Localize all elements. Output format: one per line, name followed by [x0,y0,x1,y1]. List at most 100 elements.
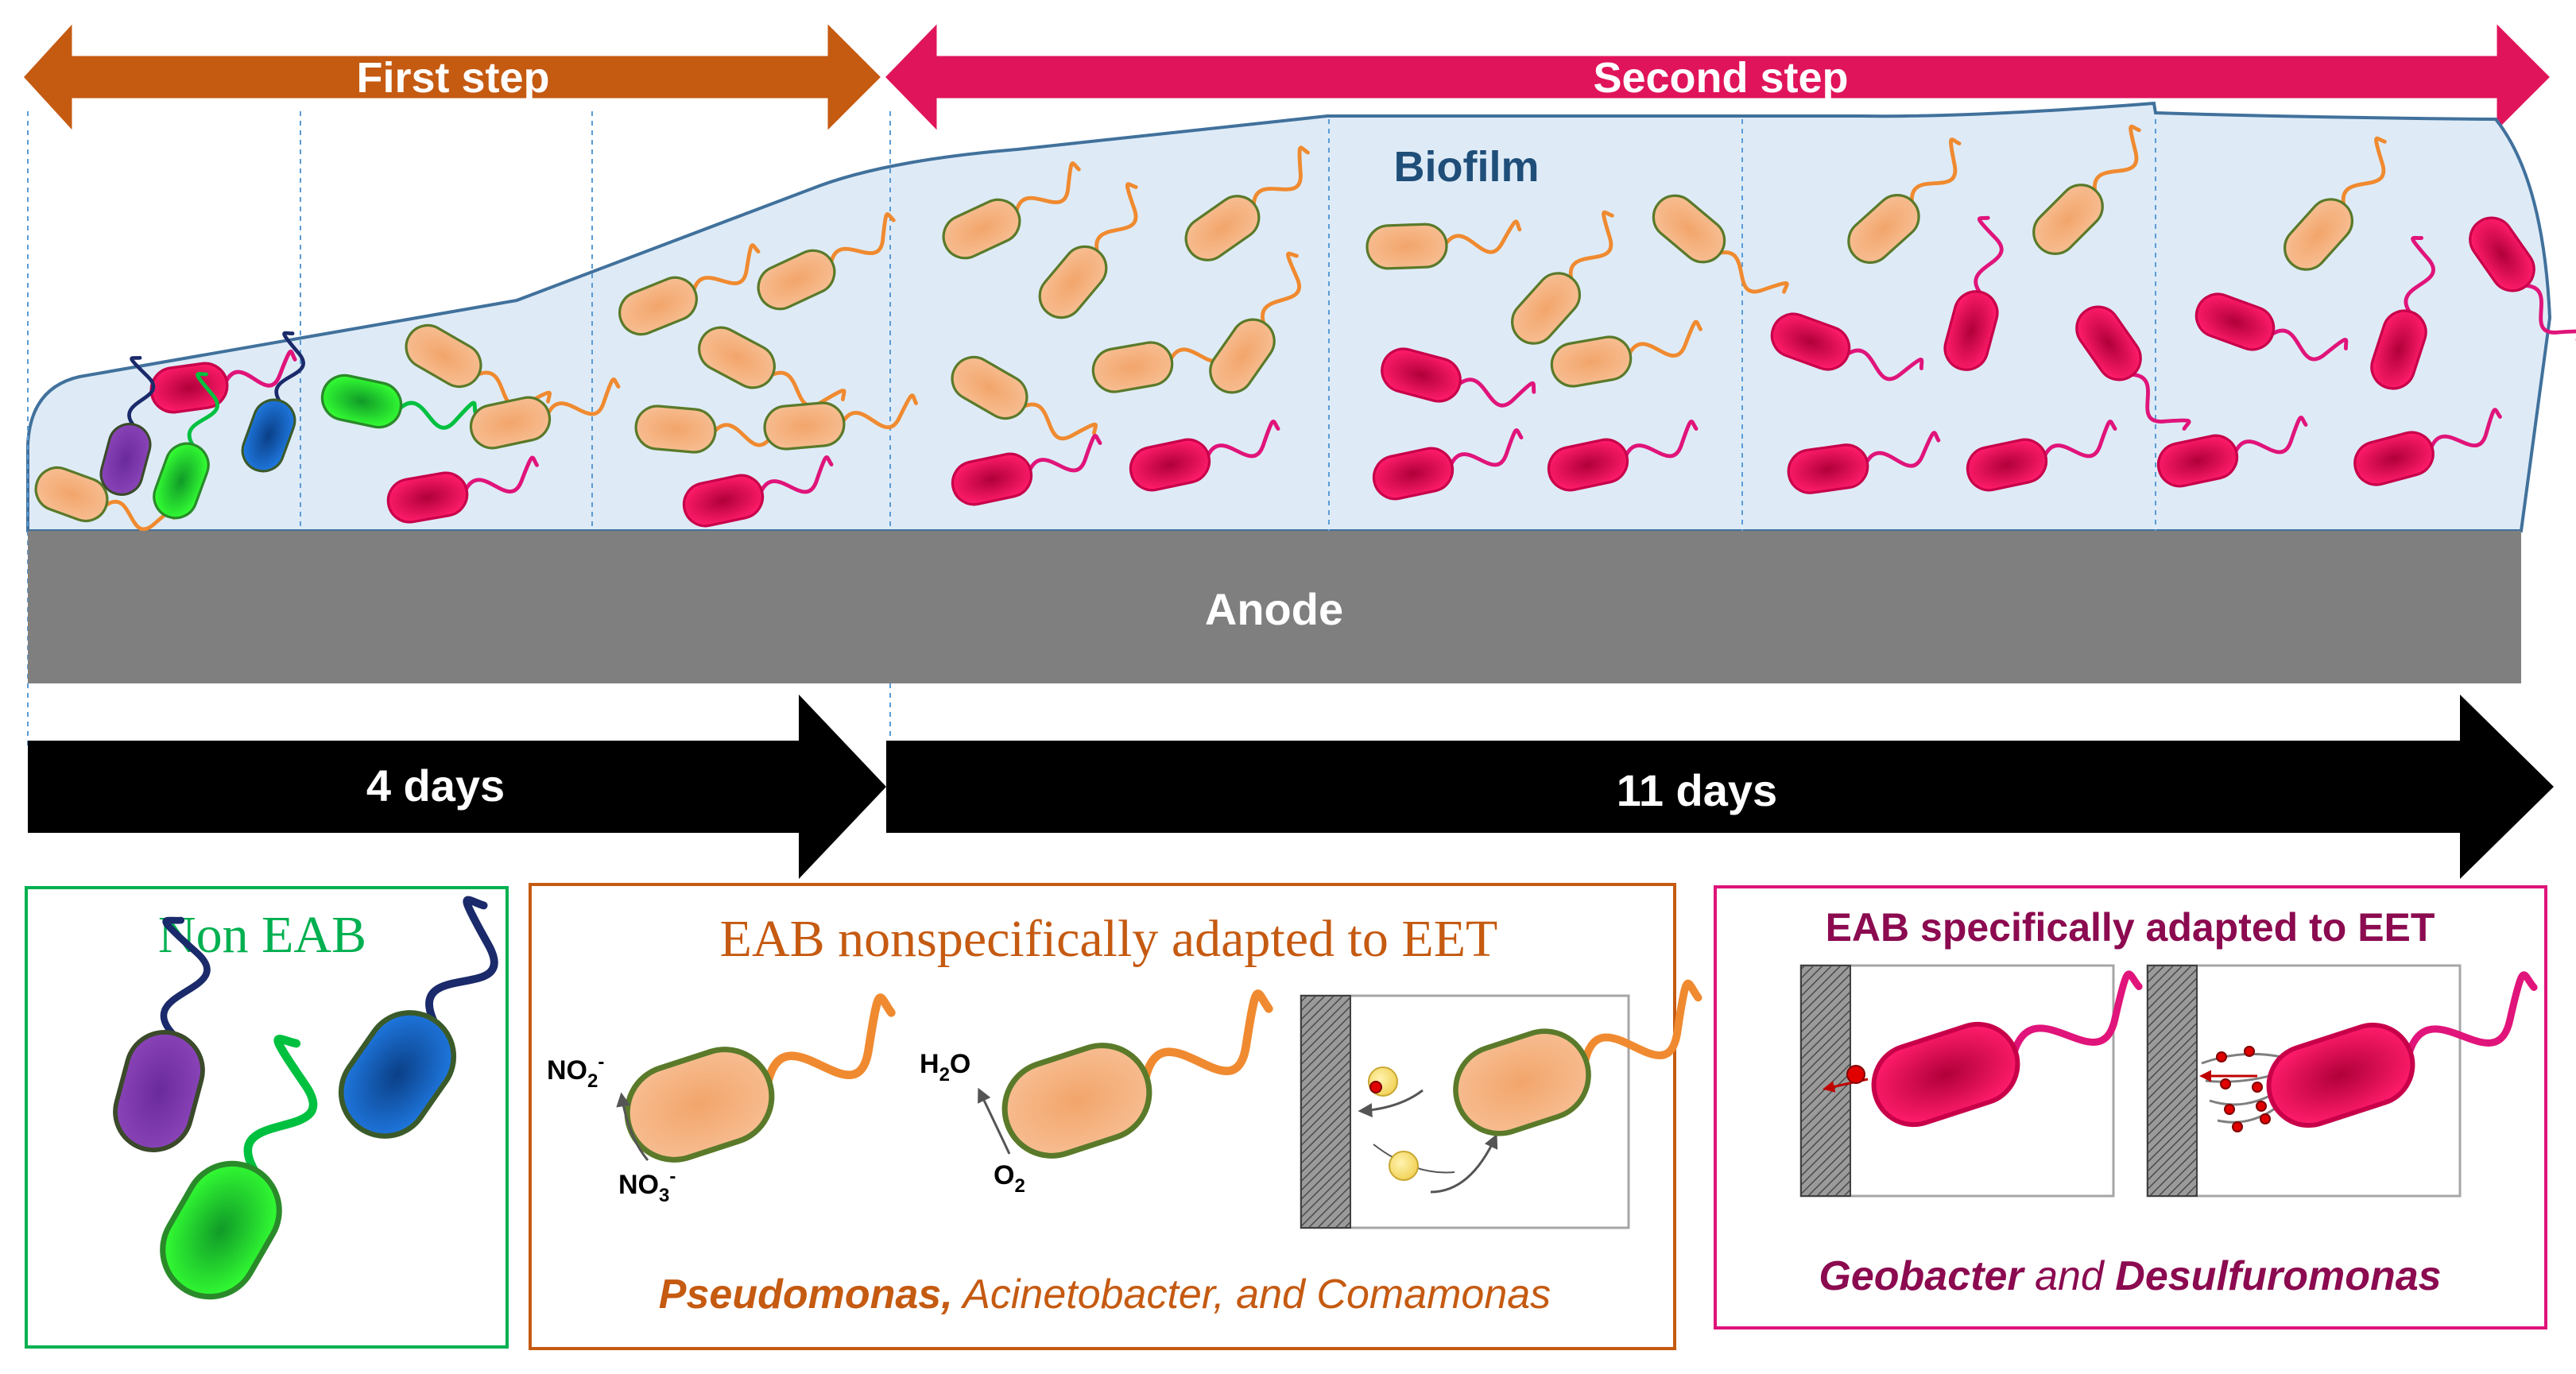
eab-specific-title: EAB specifically adapted to EET [1826,905,2435,950]
electron [1369,1081,1382,1093]
nanowire-cytochromes [2216,1046,2271,1132]
flagellum [2405,971,2538,1057]
cell-body [1453,1028,1591,1136]
cell-body [469,396,552,450]
flagellum [1261,251,1301,327]
cell-body [1770,312,1851,371]
red-bacterium [1129,419,1280,492]
red-bacterium [1943,215,2004,371]
eab-specific-genera: Geobacter and Desulfuromonas [1819,1253,2441,1299]
orange-bacterium [1510,210,1614,345]
cell-body [1550,335,1633,388]
cell-body [1943,290,1999,371]
orange-bacterium [1209,251,1301,394]
green-bacterium [320,373,478,430]
orange-bacterium [1652,194,1789,294]
flagellum [1844,348,1924,381]
cell-body [2469,216,2535,292]
flagellum [425,896,498,1027]
cell-body [1510,272,1582,345]
legend-eab-nonspecific: EAB nonspecifically adapted to EET NO2- … [529,883,1702,1350]
cell-body [113,1030,205,1152]
orange-bacterium [1184,145,1310,261]
eab-specific-cells [1871,970,2538,1128]
red-bacterium [2469,216,2576,342]
cell-body [1847,193,1920,265]
legend-eab-specific: EAB specifically adapted to EET [1714,885,2547,1329]
cell-body [2156,434,2239,488]
flagellum [1455,377,1536,408]
flagellum [1448,428,1524,468]
second-duration-label: 11 days [1617,765,1777,815]
legend-non-eab: Non EAB [25,886,509,1349]
blue-bacterium [241,331,305,473]
mediator-panel [1300,979,1702,1229]
biofilm-label: Biofilm [1394,143,1540,191]
flagellum [1251,145,1310,208]
blue-bacterium [338,896,498,1139]
cell-body [2075,305,2142,381]
flagellum [1974,215,2004,296]
red-bacterium [2370,235,2435,390]
red-bacterium [2075,305,2191,431]
cell-body [1381,347,1462,403]
flagellum [223,349,297,388]
flagellum [1205,419,1280,459]
flagellum [1580,979,1702,1066]
orange-bacterium [1550,319,1702,388]
cell-body [951,452,1033,506]
flagellum [2268,328,2349,362]
cell-body [160,1160,282,1300]
red-bacterium [1770,312,1924,381]
cell-body [634,404,717,454]
flagellum [691,243,761,294]
flagellum [1716,250,1789,294]
cytochrome [1846,1065,1865,1084]
red-bacterium [386,455,539,524]
first-duration-label: 4 days [366,761,505,811]
flagellum [829,212,896,266]
cell-body [1209,318,1276,394]
orange-bacterium [618,243,761,336]
cell-body [386,471,469,524]
flagellum [1027,433,1102,474]
cell-body [951,355,1028,420]
flagellum [2042,419,2117,459]
cell-body [2353,431,2435,486]
purple-bacterium [99,355,156,496]
mediator-bacterium [1453,979,1702,1136]
red-bacterium [1787,431,1941,494]
orange-bacterium [1001,989,1273,1159]
flagellum [1623,419,1699,459]
first-step-label: First step [356,54,549,102]
flagellum [2428,408,2502,451]
second-step-arrow: Second step [881,18,2554,136]
non-eab-cells [113,896,498,1300]
flagellum [1910,137,1962,206]
flagellum [1443,219,1522,254]
second-step-label: Second step [1593,54,1848,102]
cell-body [618,276,698,336]
orange-bacterium [951,355,1098,441]
green-bacterium [160,1035,318,1300]
flagellum [2129,372,2191,431]
cell-body [2370,309,2427,390]
cell-body [1966,438,2048,492]
flagellum [243,1035,318,1176]
h2o-label: H2O [920,1049,970,1086]
cell-body [2283,198,2354,271]
orange-bacterium [763,393,918,451]
flagellum [1021,402,1098,441]
orange-bacterium [1038,182,1138,319]
red-bacterium [2266,971,2538,1128]
first-step-arrow: First step [20,18,885,136]
flagellum [1141,989,1273,1083]
flagellum [2522,283,2576,342]
orange-bacterium [942,161,1081,260]
cell-body [1001,1043,1152,1159]
orange-bacterium [2032,124,2141,255]
red-bacterium [1871,970,2143,1128]
cell-body [2194,292,2276,351]
cell-body [153,442,210,520]
flagellum [840,393,918,430]
